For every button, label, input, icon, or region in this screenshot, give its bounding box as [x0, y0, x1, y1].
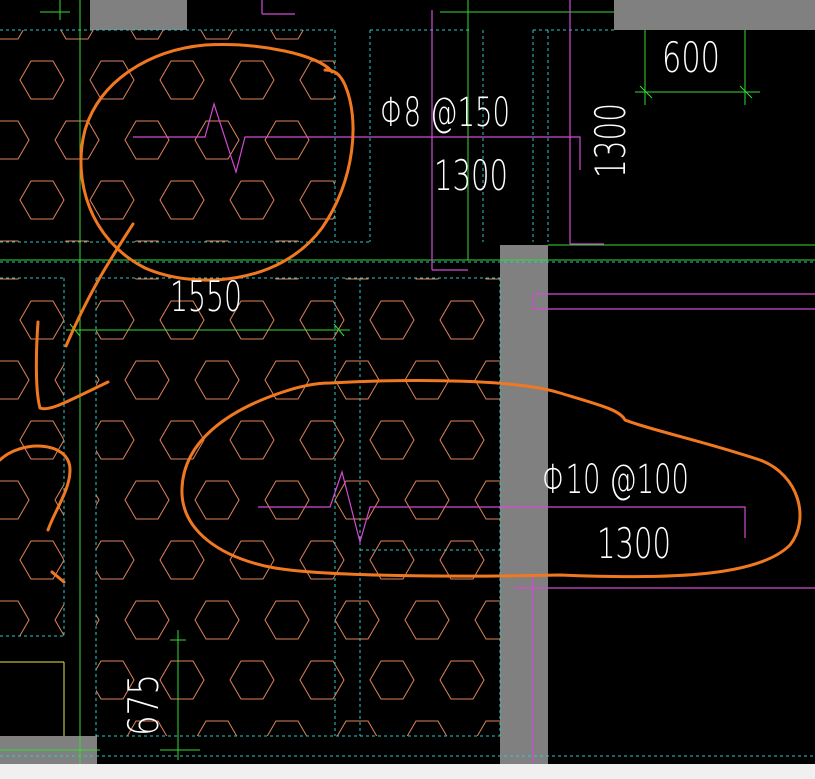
dimension-label-1300-vertical: 1300: [586, 103, 635, 178]
dimension-label-675: 675: [119, 674, 168, 736]
rebar-spec-lower: Φ10 @100: [542, 457, 689, 503]
markup-tick-left: [50, 570, 66, 584]
markup-annotations: [0, 43, 802, 584]
markup-leader-upper: [64, 222, 135, 348]
rebar-lines: [133, 0, 815, 765]
wall-vertical-right: [500, 245, 548, 765]
markup-ellipse-lower: [180, 378, 802, 579]
markup-curve-left: [34, 320, 110, 411]
rebar-upper: [133, 101, 581, 175]
dimension-label-600: 600: [662, 33, 720, 82]
rebar-labels: Φ8 @150 1300 Φ10 @100 1300: [380, 90, 689, 568]
rebar-lower: [258, 469, 746, 545]
yellow-outline: [0, 661, 65, 736]
wall-top-right: [614, 0, 815, 30]
rebar-spec-upper: Φ8 @150: [380, 90, 510, 136]
wall-top-left: [90, 0, 187, 30]
dimension-label-1550: 1550: [170, 272, 242, 321]
bottom-status-strip: [0, 764, 815, 779]
slab-hatch-upper-left: [0, 30, 335, 242]
slab-hatch-mid-left: [0, 278, 64, 636]
dimension-labels: 600 1300 1550 675: [119, 33, 720, 736]
wall-bottom-left: [0, 736, 97, 766]
rebar-length-lower: 1300: [597, 519, 671, 568]
markup-circle-upper: [79, 43, 355, 282]
rebar-length-upper: 1300: [434, 151, 508, 200]
markup-hook-left: [0, 444, 72, 532]
